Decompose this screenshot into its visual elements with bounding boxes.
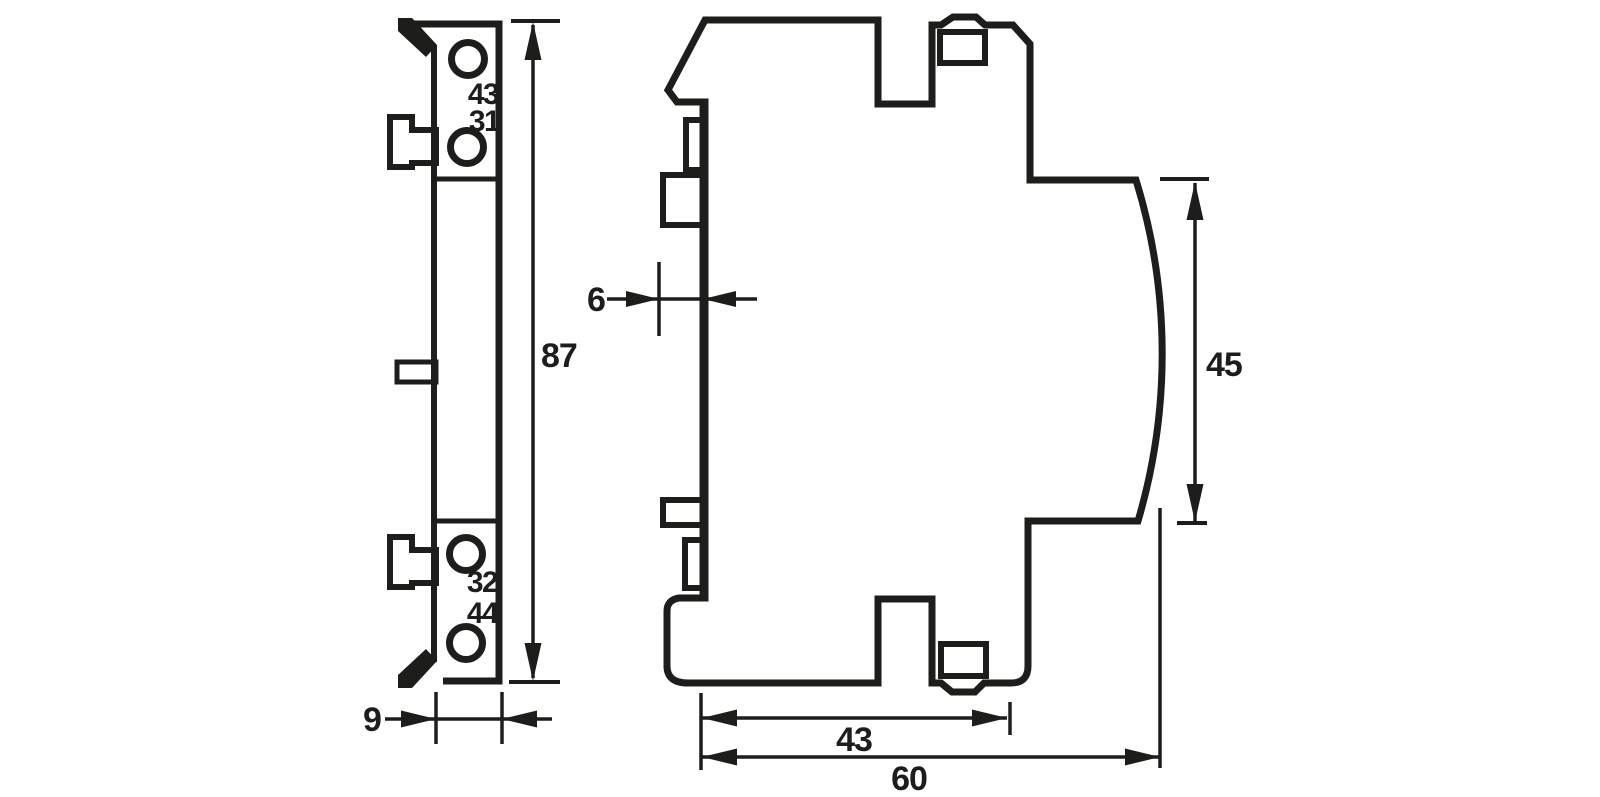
dim-60-arrow-left [702,748,737,766]
terminal-label-32: 32 [467,566,498,599]
dim-6-arrow-right [626,291,659,307]
terminal-hole-44 [446,623,486,663]
dim-60-arrow-right [1125,748,1160,766]
din-clip-bottom [387,534,439,590]
terminal-hole-31 [447,127,487,167]
dim-total-depth-60: 60 [702,508,1162,797]
dim-45-label: 45 [1206,346,1242,384]
latch-hook-bottom [398,649,437,688]
dim-45-arrow-down [1186,484,1204,522]
side-view-dimensions: 6 45 43 60 [587,177,1243,797]
dim-body-depth-43: 43 [699,693,1012,770]
dim-43-arrow-left [702,709,737,727]
front-body-outline [402,20,503,685]
terminal-label-31: 31 [469,105,500,138]
side-tab-upper-square [660,172,708,228]
latch-hook-top [398,18,437,57]
dim-87-label: 87 [541,337,577,375]
dim-43-arrow-right [972,709,1007,727]
dim-60-label: 60 [891,760,927,797]
dim-45-arrow-up [1186,182,1204,220]
side-tab-lower-square [660,497,708,528]
dim-43-label: 43 [836,721,872,759]
din-clip-top [387,114,439,170]
terminal-hole-43 [448,39,488,79]
side-profile-outline [663,13,1166,696]
dim-flange-6: 6 [587,262,757,336]
front-view-dimensions: 87 9 [363,19,578,744]
clip-window-bottom [938,641,989,679]
dim-87-arrow-down [524,643,542,681]
mid-tab [394,359,439,385]
front-view: 43 31 32 44 [387,18,503,688]
side-view [660,13,1166,696]
clip-window-top [937,29,988,66]
dim-9-label: 9 [363,701,381,739]
terminal-label-43: 43 [468,78,499,111]
dim-6-label: 6 [587,281,605,319]
dim-87-arrow-up [524,22,542,60]
dim-height-87: 87 [509,19,578,684]
dim-9-arrow-right [401,710,436,728]
terminal-hole-32 [446,534,486,574]
dim-9-arrow-left [502,710,537,728]
dim-width-9: 9 [363,692,552,744]
dim-6-arrow-left [703,291,736,307]
dim-front-height-45: 45 [1160,177,1243,525]
terminal-label-44: 44 [467,597,499,630]
